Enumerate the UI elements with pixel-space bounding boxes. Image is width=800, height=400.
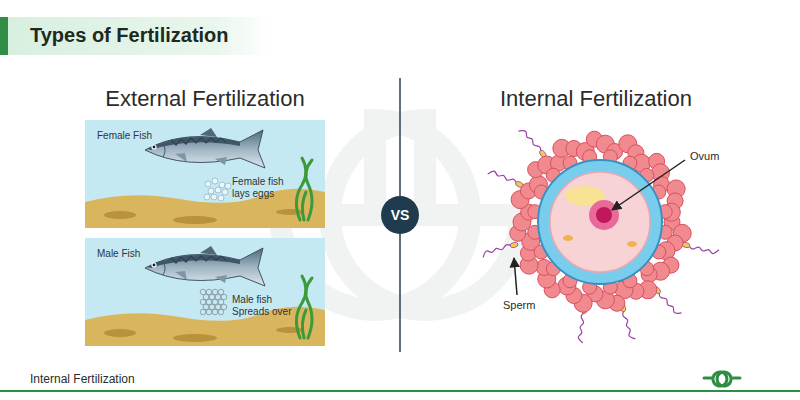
fish-eggs — [225, 183, 231, 189]
vs-badge: VS — [381, 196, 419, 234]
water-panel: Male FishMale fish Spreads over — [85, 238, 325, 346]
sperm-cells — [483, 245, 511, 258]
ovum-illustration — [589, 200, 619, 230]
ovum-illustration — [596, 207, 612, 223]
water-scene — [85, 120, 325, 228]
vs-text: VS — [391, 207, 410, 224]
logo — [704, 372, 727, 386]
corona-cells — [510, 131, 691, 312]
ovum-illustration — [538, 160, 662, 284]
logo — [717, 372, 740, 386]
water-scene — [145, 128, 265, 168]
water-panel: Female FishFemale fish lays eggs — [85, 120, 325, 228]
water-scene — [276, 327, 304, 333]
fish-eggs — [219, 182, 225, 188]
caption: Internal Fertilization — [30, 372, 135, 386]
fish-eggs — [204, 178, 231, 201]
water-scene — [276, 209, 304, 215]
sperm-cells — [689, 246, 719, 254]
watermark — [330, 120, 520, 310]
title-band — [0, 17, 270, 55]
sperm-cells — [488, 171, 517, 183]
fish-milt — [200, 309, 206, 315]
fish-eggs — [204, 194, 210, 200]
section-heading: Internal Fertilization — [500, 86, 692, 112]
sperm-cells — [483, 242, 518, 258]
water-scene — [104, 211, 136, 219]
fish-label: Male Fish — [97, 248, 167, 260]
sperm-cells — [510, 242, 519, 249]
fish-eggs — [222, 189, 228, 195]
water-scene — [296, 276, 312, 338]
ovum-illustration — [627, 241, 637, 247]
title-band — [0, 17, 270, 55]
footer-line — [0, 390, 800, 392]
sperm-cells — [519, 131, 541, 152]
page-title: Types of Fertilization — [30, 23, 229, 47]
water-scene — [85, 189, 325, 228]
fish-milt — [206, 309, 212, 315]
water-scene — [104, 329, 136, 337]
fish-eggs — [211, 194, 217, 200]
water-scene — [296, 158, 306, 220]
ovum-illustration — [550, 172, 650, 272]
water-scene — [296, 158, 312, 220]
fish-eggs — [212, 178, 218, 184]
title-band — [0, 17, 8, 55]
water-scene — [85, 238, 325, 346]
water-scene — [306, 160, 312, 220]
fish-eggs — [215, 187, 221, 193]
sperm-cells — [519, 131, 548, 159]
water-scene — [85, 120, 325, 228]
part-label: Sperm — [503, 299, 535, 312]
fish-eggs — [218, 195, 224, 201]
part-label: Ovum — [690, 150, 719, 163]
sperm-cells — [483, 131, 719, 343]
logo — [704, 372, 740, 386]
fish-milt — [200, 289, 227, 315]
action-label: Female fish lays eggs — [232, 176, 298, 200]
water-scene — [296, 276, 306, 338]
fish-milt — [212, 309, 218, 315]
leader-line — [514, 258, 517, 295]
water-scene — [302, 192, 306, 220]
sperm-cells — [578, 313, 584, 343]
water-scene — [302, 310, 306, 338]
water-scene — [145, 246, 265, 286]
action-label: Male fish Spreads over — [232, 294, 300, 318]
sperm-cells — [623, 311, 636, 339]
water-scene — [306, 278, 312, 338]
fish-eggs — [205, 181, 211, 187]
fish-milt — [218, 309, 224, 315]
water-scene — [173, 216, 217, 224]
section-heading: External Fertilization — [105, 86, 304, 112]
sperm-cells — [659, 292, 681, 313]
ovum-illustration — [483, 131, 719, 343]
water-scene — [85, 238, 325, 346]
water-scene — [173, 334, 217, 342]
sperm-cells — [488, 171, 524, 188]
leader-line — [612, 160, 685, 210]
fish-eggs — [208, 188, 214, 194]
sperm-cells — [681, 242, 718, 254]
ovum-illustration — [563, 235, 573, 241]
fish-label: Female Fish — [97, 130, 167, 142]
